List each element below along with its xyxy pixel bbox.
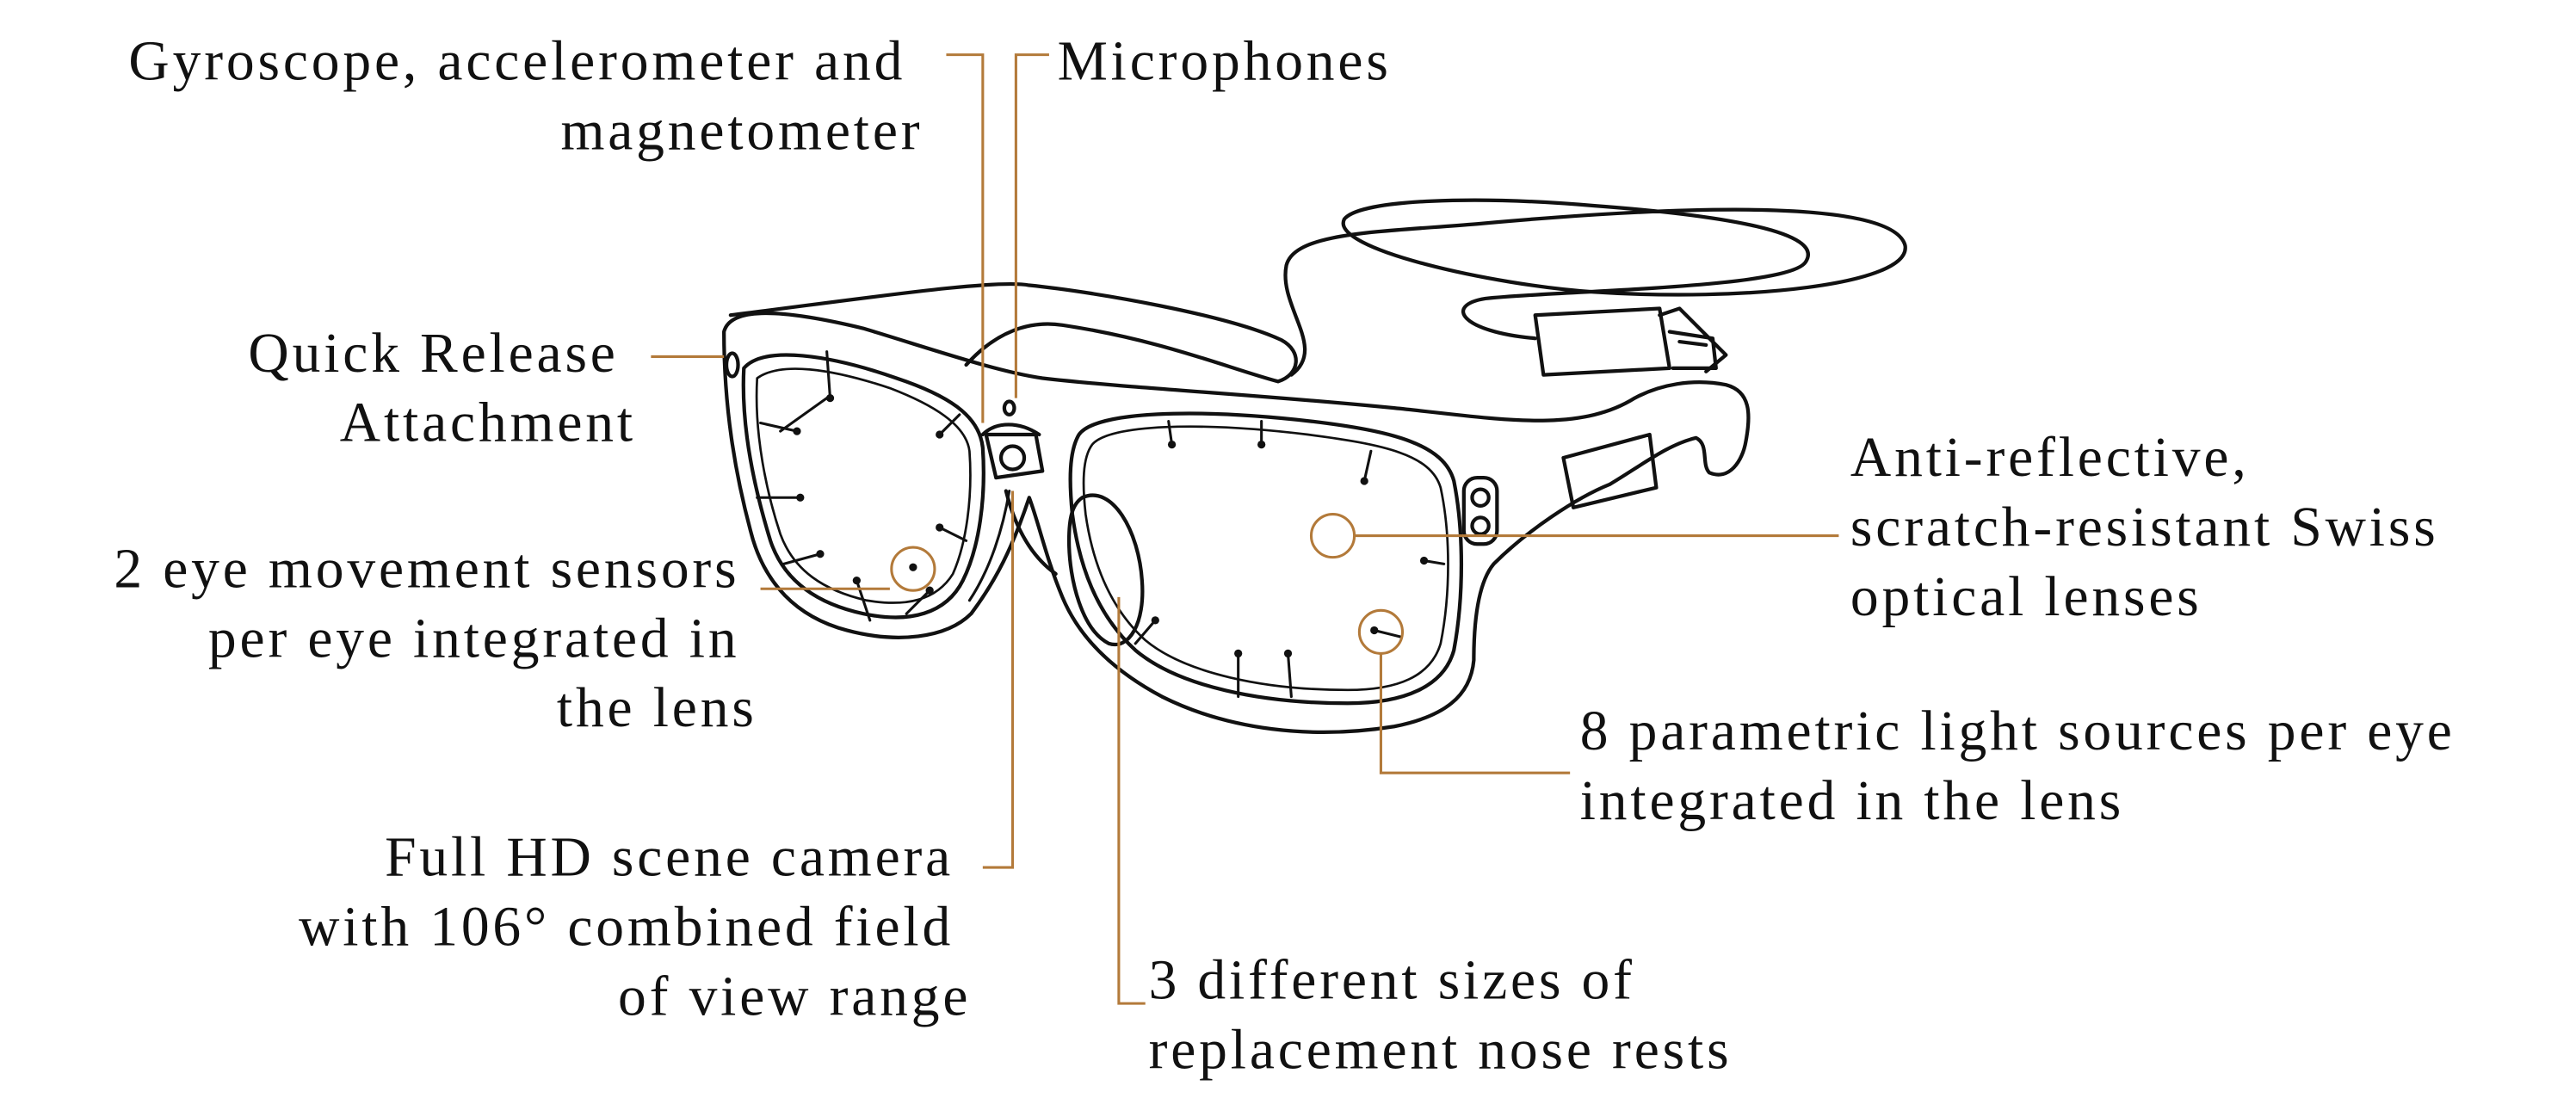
bridge [980,423,1058,577]
callout-light-sources-line: 8 parametric light sources per eye [1580,700,2456,762]
callout-quick-release-line: Attachment [340,392,636,454]
callout-scene-camera-line: Full HD scene camera [385,827,954,889]
nose-pad [1066,493,1145,647]
callout-quick-release-line: Quick Release [248,323,618,385]
callout-quick-release: Quick Release Attachment [248,323,636,454]
callout-scene-camera-line: with 106° combined field [299,897,954,959]
callout-scene-camera: Full HD scene camera with 106° combined … [299,827,971,1028]
lens-marker [1309,512,1356,559]
glasses-illustration [722,198,1907,734]
usb-cable [1283,198,1907,377]
callout-eye-sensors: 2 eye movement sensors per eye integrate… [114,538,757,739]
leader-scene-camera [982,490,1015,869]
callout-nose-rests-line: 3 different sizes of [1149,949,1635,1011]
leader-gyroscope [946,53,985,423]
frame-outline [722,311,1751,734]
callout-eye-sensors-line: the lens [557,677,757,739]
right-lens-rim [1068,411,1464,706]
callout-light-sources: 8 parametric light sources per eye integ… [1580,700,2473,832]
callout-gyroscope-line: magnetometer [560,100,923,162]
leader-lines [651,53,1839,1005]
leader-nose-rests [1117,596,1146,1005]
callout-eye-sensors-line: per eye integrated in [208,608,740,669]
left-temple-arm [728,281,1298,384]
left-lens-rim [741,353,985,620]
callout-lenses-line: optical lenses [1850,566,2202,628]
eye-sensor-marker [890,546,936,592]
callout-scene-camera-line: of view range [618,966,971,1028]
callout-microphones-line: Microphones [1058,31,1392,93]
callout-lenses-line: Anti-reflective, [1850,427,2250,489]
leader-light-sources [1379,653,1571,774]
quick-release-button [724,351,740,379]
callout-eye-sensors-line: 2 eye movement sensors [114,538,739,600]
microphone [1002,399,1016,416]
callout-gyroscope-line: Gyroscope, accelerometer and [128,31,905,93]
left-lens-sensor-ticks [756,350,968,622]
callout-microphones: Microphones [1058,31,1392,93]
scene-camera [984,432,1045,480]
callout-gyroscope: Gyroscope, accelerometer and magnetomete… [128,31,923,163]
leader-microphones [1014,53,1049,398]
callout-light-sources-line: integrated in the lens [1580,770,2124,832]
callout-nose-rests: 3 different sizes of replacement nose re… [1149,949,1733,1081]
callout-lenses: Anti-reflective, scratch-resistant Swiss… [1850,427,2456,628]
callout-lenses-line: scratch-resistant Swiss [1850,497,2439,558]
callout-nose-rests-line: replacement nose rests [1149,1019,1733,1081]
right-hinge [1461,432,1659,546]
